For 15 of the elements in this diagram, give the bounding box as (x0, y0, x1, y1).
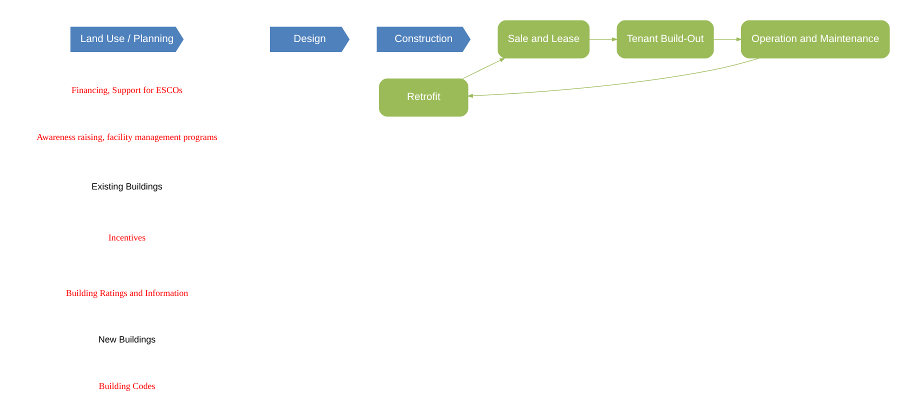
label: Financing, Support for ESCOs (71, 84, 183, 94)
label: Building Codes (98, 380, 156, 391)
label: Incentives (108, 232, 146, 242)
arrow (713, 36, 742, 41)
label: Existing Buildings (92, 180, 162, 191)
arrow (467, 57, 760, 98)
arrow (588, 36, 618, 41)
label: Building Ratings and Information (66, 288, 188, 298)
label: Awareness raising, facility management programs (36, 132, 218, 142)
node-box: Sale and Lease (498, 20, 590, 58)
arrow (462, 57, 506, 79)
label: New Buildings (98, 334, 156, 344)
node-box: Retrofit (379, 78, 468, 116)
node-box: Tenant Build-Out (616, 20, 714, 58)
node-box: Operation and Maintenance (740, 20, 890, 58)
